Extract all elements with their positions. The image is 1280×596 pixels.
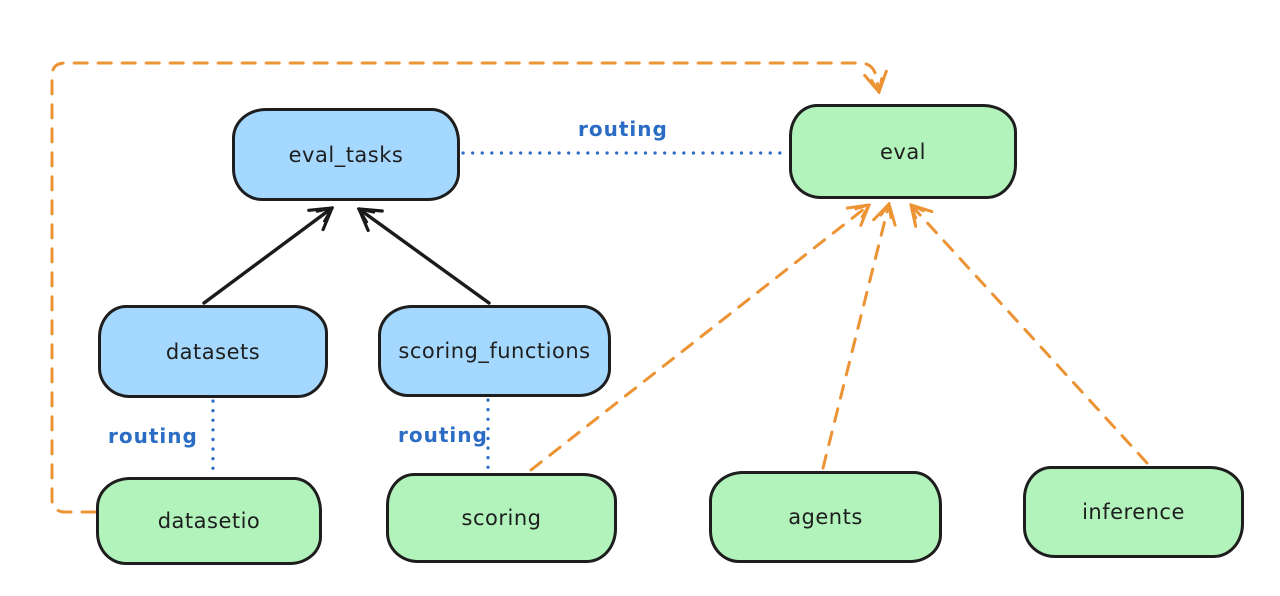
node-scoring-functions-label: scoring_functions <box>398 339 591 363</box>
edge-scoring-functions-to-eval-tasks <box>359 209 491 305</box>
edge-datasetio-to-eval <box>50 61 879 514</box>
node-datasets-label: datasets <box>165 339 261 364</box>
edge-datasets-to-eval-tasks <box>202 208 332 305</box>
node-scoring-label: scoring <box>461 506 542 530</box>
edge-scoring-to-eval <box>529 205 869 472</box>
node-datasetio-label: datasetio <box>157 509 261 533</box>
node-inference-label: inference <box>1082 500 1185 524</box>
node-datasetio: datasetio <box>96 477 322 565</box>
node-inference: inference <box>1023 466 1244 558</box>
node-agents: agents <box>709 471 942 563</box>
node-scoring-functions: scoring_functions <box>378 305 611 397</box>
node-datasets: datasets <box>98 305 328 398</box>
node-scoring: scoring <box>386 473 617 563</box>
edge-inference-to-eval <box>911 205 1149 465</box>
edge-agents-to-eval <box>821 204 889 470</box>
node-eval-tasks-label: eval_tasks <box>288 142 404 167</box>
node-eval: eval <box>789 104 1017 199</box>
edge-label-routing-left: routing <box>108 424 198 448</box>
node-agents-label: agents <box>788 505 863 529</box>
node-eval-tasks: eval_tasks <box>232 108 460 201</box>
edge-label-routing-mid: routing <box>398 423 488 447</box>
node-eval-label: eval <box>879 139 927 164</box>
edge-label-routing-top: routing <box>578 117 668 141</box>
